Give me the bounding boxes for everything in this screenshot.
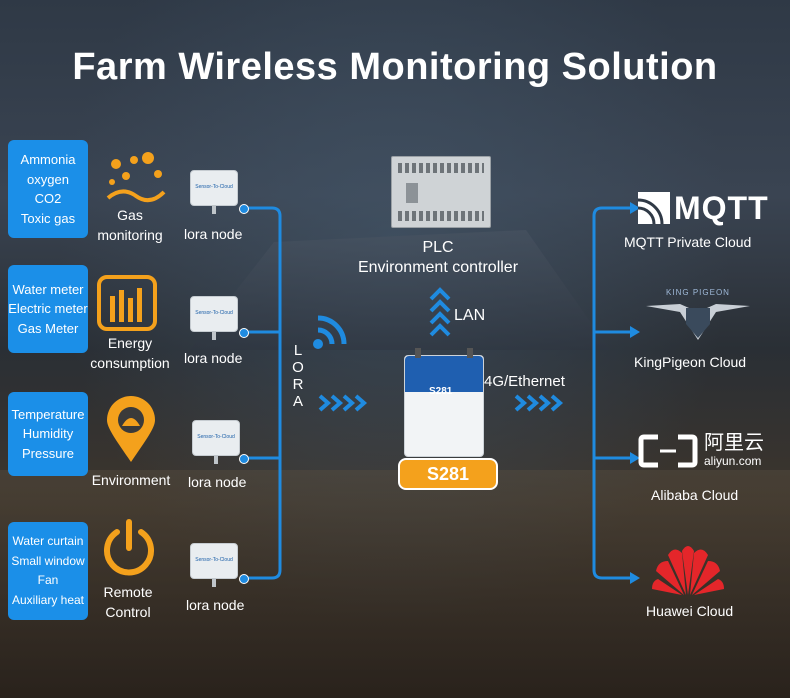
lora-label: L O R A: [290, 342, 306, 410]
mqtt-waves-icon: [637, 192, 670, 225]
sensor-item: Small window: [11, 553, 85, 568]
aliyun-bracket-icon: [638, 434, 698, 468]
category-label-line: Control: [105, 604, 151, 620]
arrows-up-icon: [429, 287, 451, 337]
arrows-right-icon: [318, 394, 368, 412]
connector-dot: [239, 204, 249, 214]
category-label-line: Remote: [103, 584, 153, 600]
node-brand-text: Sensor-To-Cloud: [195, 184, 233, 190]
location-pin-icon: [107, 396, 155, 462]
arrows-right-icon: [514, 394, 564, 412]
category-label-line: consumption: [90, 355, 170, 371]
uplink-label: 4G/Ethernet: [484, 373, 565, 390]
lora-node-label: lora node: [188, 474, 247, 490]
category-label-environment: Environment: [88, 470, 174, 490]
cloud-label-huawei: Huawei Cloud: [646, 603, 734, 619]
sensor-list-control: Water curtain Small window Fan Auxiliary…: [8, 522, 88, 620]
power-icon: [104, 519, 154, 576]
category-label-line: Energy: [107, 335, 153, 351]
sensor-item: oxygen: [27, 171, 69, 187]
lora-node-label: lora node: [186, 597, 245, 613]
mqtt-logo-text: MQTT: [674, 190, 769, 226]
sensor-item: Water curtain: [12, 534, 84, 548]
sensor-item: Humidity: [22, 426, 74, 442]
lora-node-device: Sensor-To-Cloud: [190, 296, 238, 340]
king-pigeon-logo-icon: KING PIGEON: [646, 288, 750, 342]
aliyun-logo-en: aliyun.com: [704, 454, 762, 468]
category-label-energy: Energy consumption: [84, 333, 176, 373]
category-label-line: Environment: [91, 472, 171, 488]
gateway-device: S281: [404, 348, 484, 457]
lora-node-label: lora node: [184, 226, 243, 242]
connector-dot: [239, 574, 249, 584]
wireless-signal-icon: [313, 315, 347, 349]
bar-chart-icon: [97, 275, 157, 331]
lan-label: LAN: [454, 307, 486, 324]
sensor-item: Toxic gas: [20, 210, 76, 226]
aliyun-logo-cn: 阿里云: [704, 432, 764, 454]
king-pigeon-logo-text: KING PIGEON: [666, 288, 730, 297]
sensor-item: Pressure: [21, 445, 75, 461]
category-label-line: Gas: [117, 207, 143, 223]
sensor-list-environment: Temperature Humidity Pressure: [8, 392, 88, 476]
lora-letter: A: [292, 393, 303, 410]
sensor-item: Temperature: [11, 406, 85, 422]
plc-label: PLC Environment controller: [340, 238, 536, 278]
lora-node-label: lora node: [184, 350, 243, 366]
cloud-label-alibaba: Alibaba Cloud: [651, 487, 739, 503]
category-label-line: monitoring: [97, 227, 163, 243]
gateway-model-tag: S281: [398, 458, 498, 490]
sensor-item: Gas Meter: [17, 320, 79, 336]
sensor-item: Auxiliary heat: [11, 592, 85, 607]
plc-label-line: PLC: [422, 239, 454, 256]
lora-node-device: Sensor-To-Cloud: [192, 420, 240, 464]
connector-dot: [239, 328, 249, 338]
sensor-item: CO2: [34, 191, 62, 206]
plc-device: [391, 156, 491, 228]
category-label-gas: Gas monitoring: [93, 205, 167, 245]
connector-dot: [239, 454, 249, 464]
lora-node-device: Sensor-To-Cloud: [190, 543, 238, 587]
lora-node-device: Sensor-To-Cloud: [190, 170, 238, 214]
sensor-item: Electric meter: [8, 301, 88, 317]
gateway-model-text: S281: [429, 386, 453, 397]
gas-bubbles-icon: [106, 152, 166, 203]
sensor-item: Fan: [37, 573, 59, 587]
sensor-item: Ammonia: [20, 152, 76, 167]
aliyun-logo-icon: 阿里云 aliyun.com: [638, 432, 774, 470]
lora-letter: O: [292, 359, 304, 376]
king-pigeon-wings-icon: [646, 304, 750, 340]
gateway-faceplate: [405, 356, 483, 392]
node-brand-text: Sensor-To-Cloud: [195, 557, 233, 563]
plc-label-line: Environment controller: [357, 259, 519, 276]
huawei-logo-icon: [652, 546, 724, 595]
sensor-item: Water meter: [12, 281, 84, 297]
node-brand-text: Sensor-To-Cloud: [195, 310, 233, 316]
page-title: Farm Wireless Monitoring Solution: [72, 46, 718, 88]
sensor-list-gas: Ammonia oxygen CO2 Toxic gas: [8, 140, 88, 238]
cloud-label-kingpigeon: KingPigeon Cloud: [634, 354, 747, 370]
node-brand-text: Sensor-To-Cloud: [197, 434, 235, 440]
lora-letter: R: [292, 376, 304, 393]
sensor-list-energy: Water meter Electric meter Gas Meter: [8, 265, 88, 353]
mqtt-logo-icon: MQTT: [636, 190, 772, 226]
lora-letter: L: [293, 342, 303, 359]
cloud-label-mqtt: MQTT Private Cloud: [624, 234, 752, 250]
category-label-control: Remote Control: [96, 582, 160, 622]
